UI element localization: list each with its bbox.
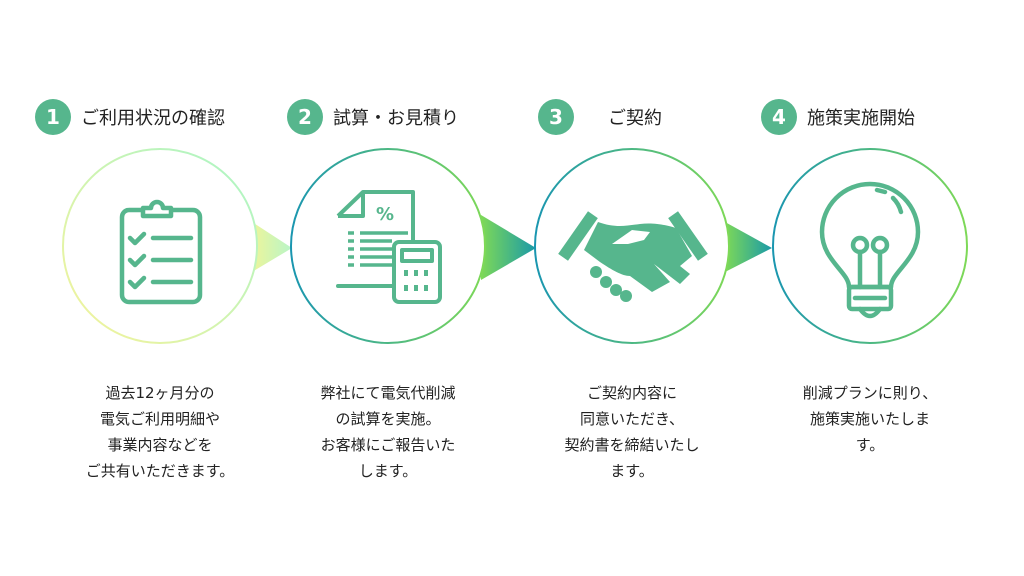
step-1-circle bbox=[62, 148, 258, 344]
step-4-title: 施策実施開始 bbox=[807, 108, 915, 129]
arrow-3-4 bbox=[725, 222, 772, 272]
step-1-title: ご利用状況の確認 bbox=[81, 108, 225, 129]
clipboard-checklist-icon bbox=[119, 199, 203, 305]
step-1-number-badge: 1 bbox=[35, 99, 71, 135]
arrow-2-3 bbox=[481, 215, 536, 280]
step-2-number-badge: 2 bbox=[287, 99, 323, 135]
step-3-number-badge: 3 bbox=[538, 99, 574, 135]
step-2-circle bbox=[290, 148, 486, 344]
step-3-title: ご契約 bbox=[608, 108, 662, 129]
step-4-number-badge: 4 bbox=[761, 99, 797, 135]
step-4-circle bbox=[772, 148, 968, 344]
arrow-1-2 bbox=[252, 222, 292, 272]
lightbulb-icon bbox=[819, 181, 921, 319]
svg-text:%: % bbox=[376, 204, 394, 225]
document-calculator-icon: % bbox=[336, 190, 442, 304]
step-2-description: 弊社にて電気代削減 の試算を実施。 お客様にご報告いた します。 bbox=[320, 384, 456, 480]
step-3-header: 3 ご契約 bbox=[538, 98, 662, 136]
step-1-header: 1 ご利用状況の確認 bbox=[35, 98, 225, 136]
step-1-description: 過去12ヶ月分の 電気ご利用明細や 事業内容などを ご共有いただきます。 bbox=[85, 384, 235, 480]
step-4-description: 削減プランに則り、 施策実施いたしま す。 bbox=[802, 384, 938, 454]
step-3-description: ご契約内容に 同意いただき、 契約書を締結いたし ます。 bbox=[564, 384, 700, 480]
step-2-title: 試算・お見積り bbox=[333, 108, 459, 129]
step-2-header: 2 試算・お見積り bbox=[287, 98, 459, 136]
handshake-icon bbox=[558, 211, 708, 302]
step-4-header: 4 施策実施開始 bbox=[761, 98, 915, 136]
